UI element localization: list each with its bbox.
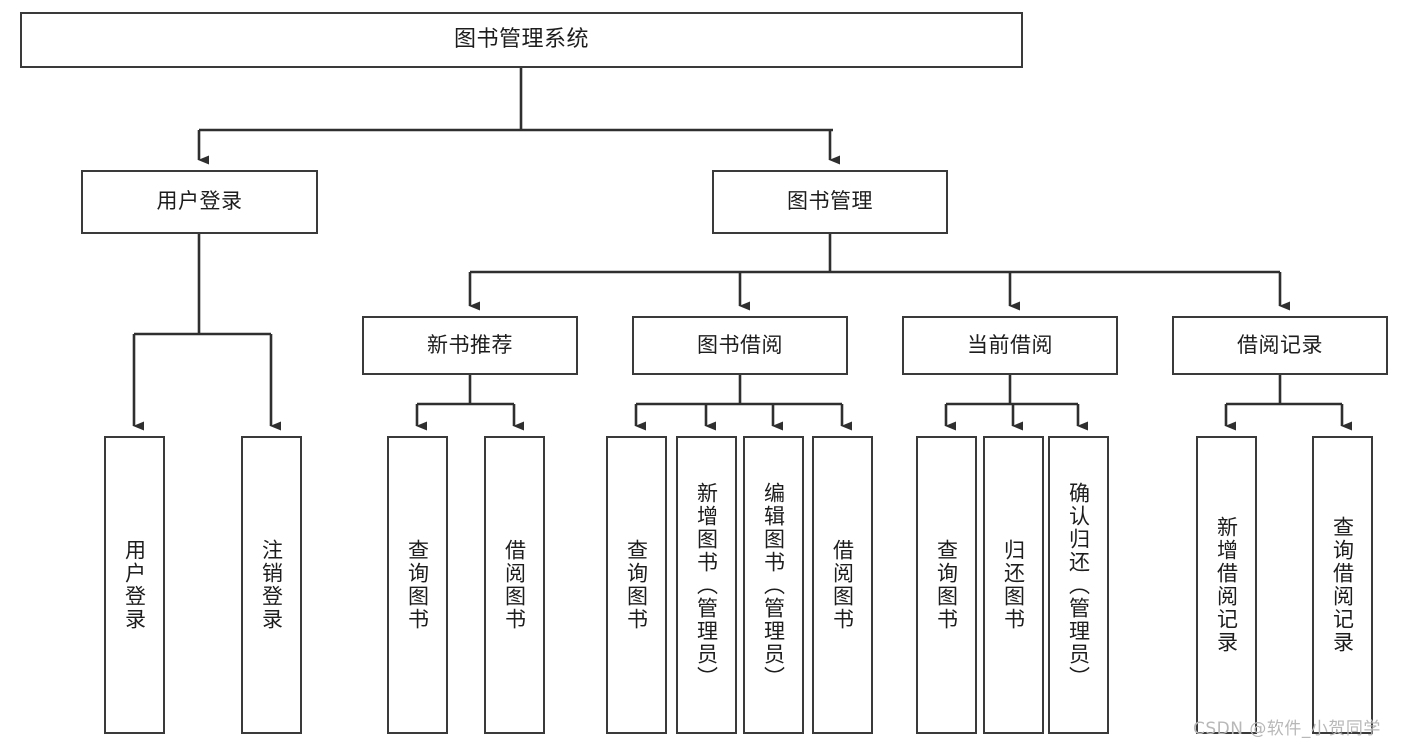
- leaf-user-login-logout[interactable]: 注销登录: [241, 436, 302, 734]
- leaf-borrow-record-add-record-label: 新增借阅记录: [1214, 516, 1239, 654]
- leaf-book-borrow-add-book-admin-label: 新增图书（管理员）: [694, 481, 719, 689]
- node-borrow-record[interactable]: 借阅记录: [1172, 316, 1388, 375]
- node-borrow-record-label: 借阅记录: [1237, 332, 1323, 357]
- node-user-login-label: 用户登录: [156, 189, 243, 214]
- leaf-book-borrow-query-book[interactable]: 查询图书: [606, 436, 667, 734]
- node-root-label: 图书管理系统: [453, 27, 589, 53]
- node-book-borrow-label: 图书借阅: [697, 332, 783, 357]
- leaf-new-book-query-book-label: 查询图书: [405, 539, 430, 631]
- leaf-current-borrow-query-book[interactable]: 查询图书: [916, 436, 977, 734]
- leaf-user-login-logout-label: 注销登录: [259, 539, 284, 631]
- leaf-book-borrow-query-book-label: 查询图书: [624, 539, 649, 631]
- node-new-book-recommend-label: 新书推荐: [427, 332, 513, 357]
- leaf-new-book-borrow-book-label: 借阅图书: [502, 539, 527, 631]
- leaf-current-borrow-return-book[interactable]: 归还图书: [983, 436, 1044, 734]
- leaf-current-borrow-confirm-return-admin[interactable]: 确认归还（管理员）: [1048, 436, 1109, 734]
- leaf-borrow-record-query-record[interactable]: 查询借阅记录: [1312, 436, 1373, 734]
- leaf-borrow-record-add-record[interactable]: 新增借阅记录: [1196, 436, 1257, 734]
- csdn-watermark: CSDN @软件_小贺同学: [1193, 719, 1381, 739]
- leaf-current-borrow-return-book-label: 归还图书: [1001, 539, 1026, 631]
- leaf-book-borrow-edit-book-admin[interactable]: 编辑图书（管理员）: [743, 436, 804, 734]
- node-user-login[interactable]: 用户登录: [81, 170, 318, 234]
- leaf-new-book-query-book[interactable]: 查询图书: [387, 436, 448, 734]
- leaf-book-borrow-borrow-book[interactable]: 借阅图书: [812, 436, 873, 734]
- leaf-user-login-login-label: 用户登录: [122, 539, 147, 631]
- node-new-book-recommend[interactable]: 新书推荐: [362, 316, 578, 375]
- node-current-borrow-label: 当前借阅: [967, 332, 1053, 357]
- node-root-book-management-system[interactable]: 图书管理系统: [20, 12, 1023, 68]
- leaf-current-borrow-confirm-return-admin-label: 确认归还（管理员）: [1066, 481, 1091, 689]
- leaf-book-borrow-add-book-admin[interactable]: 新增图书（管理员）: [676, 436, 737, 734]
- leaf-book-borrow-borrow-book-label: 借阅图书: [830, 539, 855, 631]
- node-book-management[interactable]: 图书管理: [712, 170, 948, 234]
- node-book-borrow[interactable]: 图书借阅: [632, 316, 848, 375]
- node-book-management-label: 图书管理: [787, 189, 873, 214]
- node-current-borrow[interactable]: 当前借阅: [902, 316, 1118, 375]
- leaf-user-login-login[interactable]: 用户登录: [104, 436, 165, 734]
- leaf-new-book-borrow-book[interactable]: 借阅图书: [484, 436, 545, 734]
- leaf-book-borrow-edit-book-admin-label: 编辑图书（管理员）: [761, 481, 786, 689]
- leaf-current-borrow-query-book-label: 查询图书: [934, 539, 959, 631]
- leaf-borrow-record-query-record-label: 查询借阅记录: [1330, 516, 1355, 654]
